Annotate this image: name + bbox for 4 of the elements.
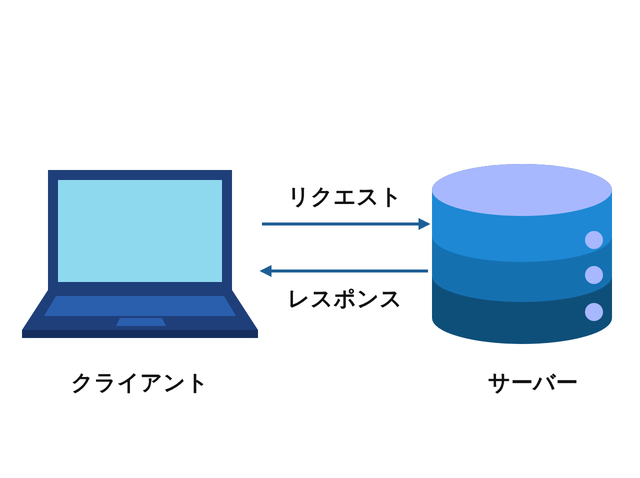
arrow xyxy=(260,265,428,277)
node-caption: サーバー xyxy=(488,370,578,398)
node-caption: クライアント xyxy=(71,370,209,398)
arrow xyxy=(262,218,430,230)
